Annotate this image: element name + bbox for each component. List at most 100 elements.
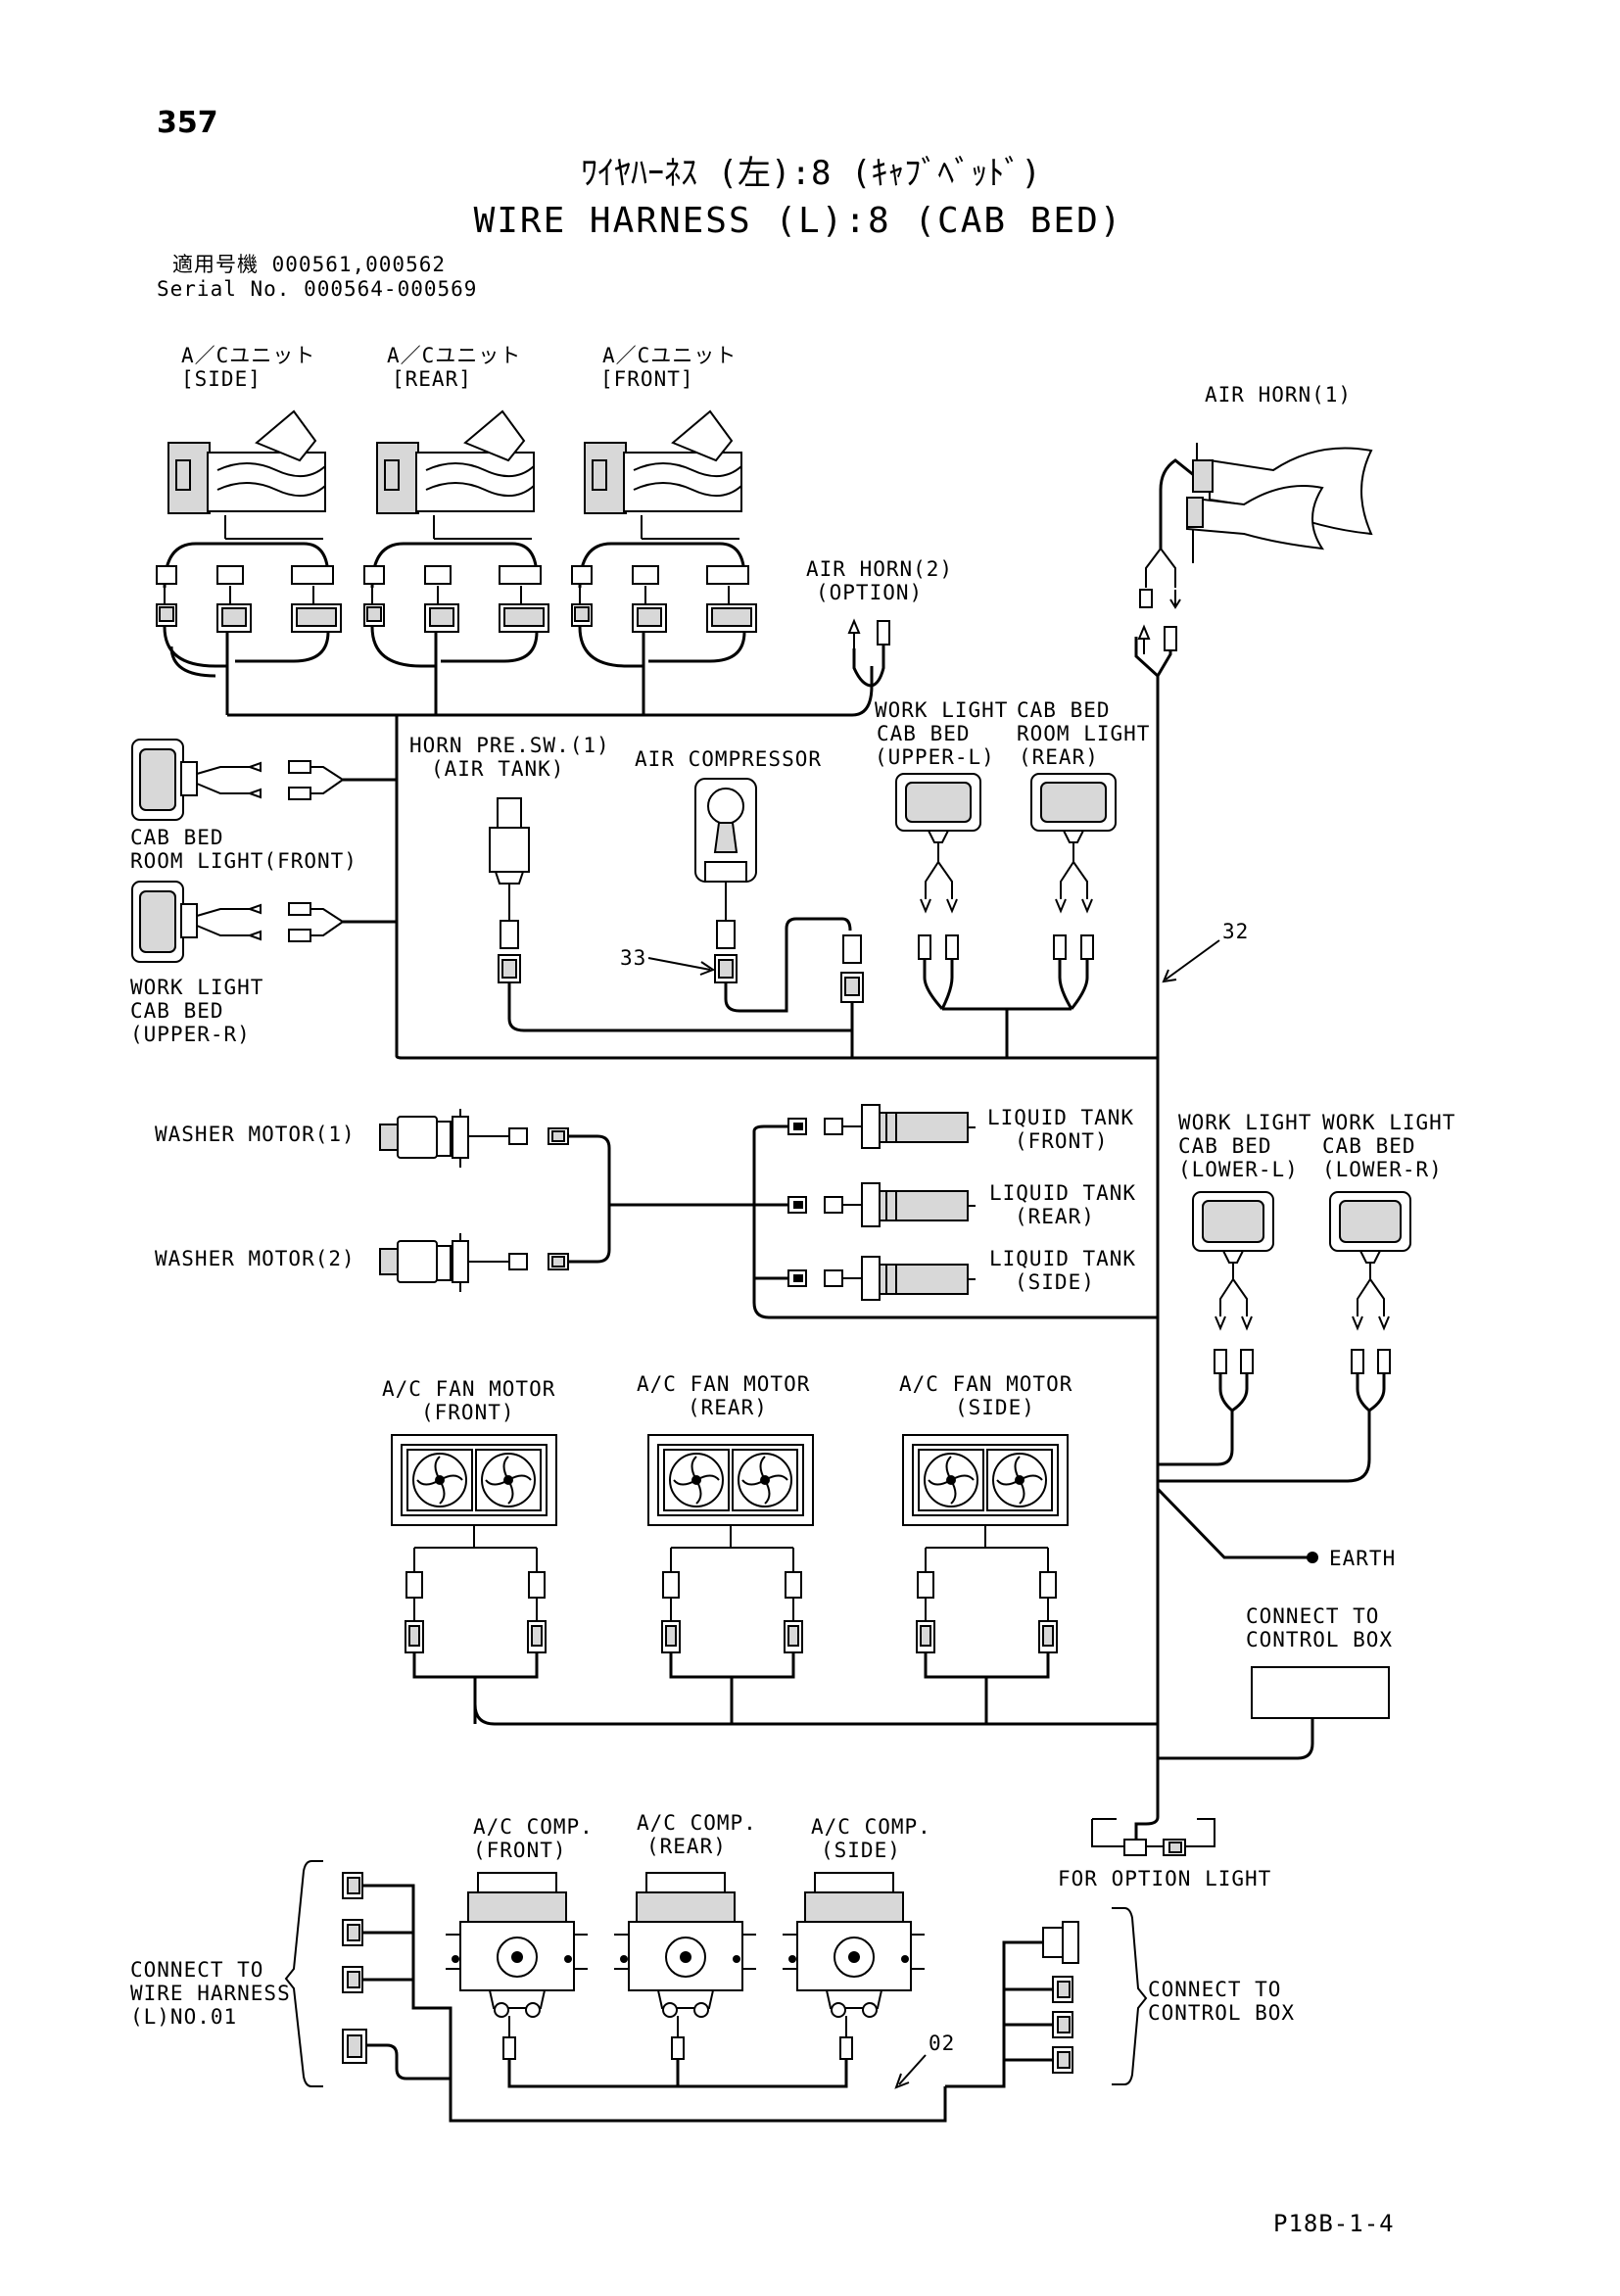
connect-wire-harness-label-3: (L)NO.01 [130, 2005, 237, 2029]
title-english: WIRE HARNESS (L):8 (CAB BED) [474, 201, 1123, 241]
ac-fan-motor-side-label-1: A/C FAN MOTOR [899, 1372, 1072, 1396]
air-horn-1: AIR HORN(1) [1137, 383, 1373, 654]
work-light-upper-l-label-3: (UPPER-L) [875, 745, 995, 769]
ac-fan-motor-rear: A/C FAN MOTOR (REAR) [637, 1372, 814, 1724]
washer-motor-2-label: WASHER MOTOR(2) [155, 1247, 356, 1270]
cab-bed-room-light-rear-label-2: ROOM LIGHT [1017, 722, 1150, 745]
liquid-tank-front-label-2: (FRONT) [1015, 1129, 1109, 1153]
fan-motor-bus-wire [473, 1703, 1158, 1726]
work-light-upper-l-label-1: WORK LIGHT [875, 698, 1008, 722]
washer-motor-1-label: WASHER MOTOR(1) [155, 1123, 356, 1146]
ac-unit-side: A／Cユニット [SIDE] [167, 344, 326, 514]
callout-02: 02 [929, 2032, 955, 2055]
air-horn-1-icon [1186, 443, 1373, 563]
work-light-lower-l-label-3: (LOWER-L) [1178, 1158, 1299, 1181]
liquid-tank-side-label-1: LIQUID TANK [989, 1247, 1136, 1270]
ac-unit-front-icon [584, 409, 742, 514]
work-light-upper-r: WORK LIGHT CAB BED (UPPER-R) [130, 881, 397, 1046]
liquid-tank-front: LIQUID TANK (FRONT) [787, 1104, 1134, 1153]
work-light-lower-r-label-3: (LOWER-R) [1322, 1158, 1443, 1181]
work-light-lower-l: WORK LIGHT CAB BED (LOWER-L) [1158, 1111, 1311, 1466]
ac-comp-rear-label-1: A/C COMP. [637, 1811, 757, 1835]
control-box-upper-label-1: CONNECT TO [1246, 1604, 1379, 1628]
washer-motor-2: WASHER MOTOR(2) [155, 1203, 754, 1292]
cab-bed-room-light-rear-label-1: CAB BED [1017, 698, 1111, 722]
center-connector-pair [840, 934, 864, 1058]
earth-label: EARTH [1329, 1547, 1396, 1570]
connect-control-box-lower-label-1: CONNECT TO [1148, 1978, 1281, 2001]
horn-pressure-switch-label-2: (AIR TANK) [431, 757, 564, 781]
callout-02-group: 02 [894, 2032, 955, 2089]
liquid-tank-wiring [752, 1124, 1158, 1319]
liquid-tank-front-label-1: LIQUID TANK [987, 1106, 1134, 1129]
connect-wire-harness-label-1: CONNECT TO [130, 1958, 263, 1982]
liquid-tank-side: LIQUID TANK (SIDE) [787, 1247, 1136, 1301]
ac-unit-front-label-1: A／Cユニット [602, 344, 737, 367]
work-light-upper-l: WORK LIGHT CAB BED (UPPER-L) [875, 698, 1008, 1011]
ac-fan-motor-front-label-2: (FRONT) [421, 1401, 515, 1424]
work-light-upper-r-label-1: WORK LIGHT [130, 976, 263, 999]
ac-comp-side-label-2: (SIDE) [821, 1839, 901, 1862]
ac-comp-front-label-1: A/C COMP. [473, 1815, 594, 1839]
ac-unit-rear-label-2: [REAR] [392, 367, 472, 391]
air-horn-2-label-2: (OPTION) [816, 581, 923, 604]
callout-32-group: 32 [1162, 920, 1248, 983]
washer-motor-1: WASHER MOTOR(1) [155, 1109, 611, 1205]
main-trunk-wiring [227, 458, 1201, 1793]
liquid-tank-side-label-2: (SIDE) [1015, 1270, 1095, 1294]
control-box-upper-label-2: CONTROL BOX [1246, 1628, 1393, 1651]
cab-bed-room-light-front-label-1: CAB BED [130, 826, 224, 849]
ac-fan-motor-front: A/C FAN MOTOR (FRONT) [382, 1377, 557, 1724]
work-light-lower-r: WORK LIGHT CAB BED (LOWER-R) [1158, 1111, 1454, 1483]
earth-ground: EARTH [1156, 1487, 1396, 1570]
ac-unit-side-icon [167, 409, 326, 514]
ac-unit-side-label-2: [SIDE] [181, 367, 262, 391]
work-light-lower-r-label-2: CAB BED [1322, 1134, 1416, 1158]
horn-pressure-switch-label-1: HORN PRE.SW.(1) [409, 734, 610, 757]
ac-unit-front: A／Cユニット [FRONT] [584, 344, 742, 514]
page-number: 357 [157, 106, 218, 140]
work-light-upper-l-label-2: CAB BED [877, 722, 971, 745]
air-compressor-label: AIR COMPRESSOR [635, 747, 822, 771]
ac-comp-side-label-1: A/C COMP. [811, 1815, 931, 1839]
ac-unit-rear: A／Cユニット [REAR] [376, 344, 535, 514]
air-horn-2-option: AIR HORN(2) (OPTION) [806, 557, 953, 688]
connect-control-box-lower-group: CONNECT TO CONTROL BOX [945, 1907, 1295, 2088]
ac-fan-motor-rear-label-1: A/C FAN MOTOR [637, 1372, 810, 1396]
cab-bed-room-light-front: CAB BED ROOM LIGHT(FRONT) [130, 739, 397, 873]
title-japanese: ﾜｲﾔﾊｰﾈｽ (左):8 (ｷｬﾌﾞﾍﾞｯﾄﾞ) [581, 154, 1041, 193]
connect-control-box-lower-label-2: CONTROL BOX [1148, 2001, 1295, 2025]
work-light-lower-l-label-1: WORK LIGHT [1178, 1111, 1311, 1134]
horn-pressure-switch: HORN PRE.SW.(1) (AIR TANK) [409, 734, 852, 1032]
ac-comp-side: A/C COMP. (SIDE) [783, 1815, 931, 2060]
cab-bed-room-light-rear: CAB BED ROOM LIGHT (REAR) [942, 698, 1150, 1058]
ac-fan-motor-side-label-2: (SIDE) [955, 1396, 1035, 1419]
callout-33: 33 [620, 946, 646, 970]
work-light-lower-l-label-2: CAB BED [1178, 1134, 1272, 1158]
ac-unit-front-label-2: [FRONT] [600, 367, 694, 391]
footer-code: P18B-1-4 [1273, 2210, 1395, 2237]
ac-unit-side-label-1: A／Cユニット [181, 344, 315, 367]
air-horn-1-label: AIR HORN(1) [1205, 383, 1352, 407]
ac-unit-connector-wiring [156, 515, 757, 715]
liquid-tank-rear-label-2: (REAR) [1015, 1205, 1095, 1228]
work-light-upper-r-label-3: (UPPER-R) [130, 1023, 251, 1046]
ac-fan-motor-side: A/C FAN MOTOR (SIDE) [899, 1372, 1072, 1724]
ac-unit-rear-label-1: A／Cユニット [387, 344, 521, 367]
ac-unit-rear-icon [376, 409, 535, 514]
air-horn-2-label-1: AIR HORN(2) [806, 557, 953, 581]
liquid-tank-rear-label-1: LIQUID TANK [989, 1181, 1136, 1205]
option-light-connector: FOR OPTION LIGHT [1058, 1793, 1271, 1890]
control-box-upper: CONNECT TO CONTROL BOX [1158, 1604, 1393, 1760]
liquid-tank-rear: LIQUID TANK (REAR) [787, 1181, 1136, 1228]
option-light-label: FOR OPTION LIGHT [1058, 1867, 1271, 1890]
cab-bed-room-light-rear-label-3: (REAR) [1019, 745, 1099, 769]
ac-comp-rear: A/C COMP. (REAR) [614, 1811, 757, 2060]
work-light-upper-r-label-2: CAB BED [130, 999, 224, 1023]
connect-wire-harness-group: CONNECT TO WIRE HARNESS (L)NO.01 [130, 1860, 947, 2123]
ac-comp-rear-label-2: (REAR) [646, 1835, 727, 1858]
serial-japanese: 適用号機 000561,000562 [172, 253, 446, 276]
cab-bed-room-light-front-label-2: ROOM LIGHT(FRONT) [130, 849, 357, 873]
